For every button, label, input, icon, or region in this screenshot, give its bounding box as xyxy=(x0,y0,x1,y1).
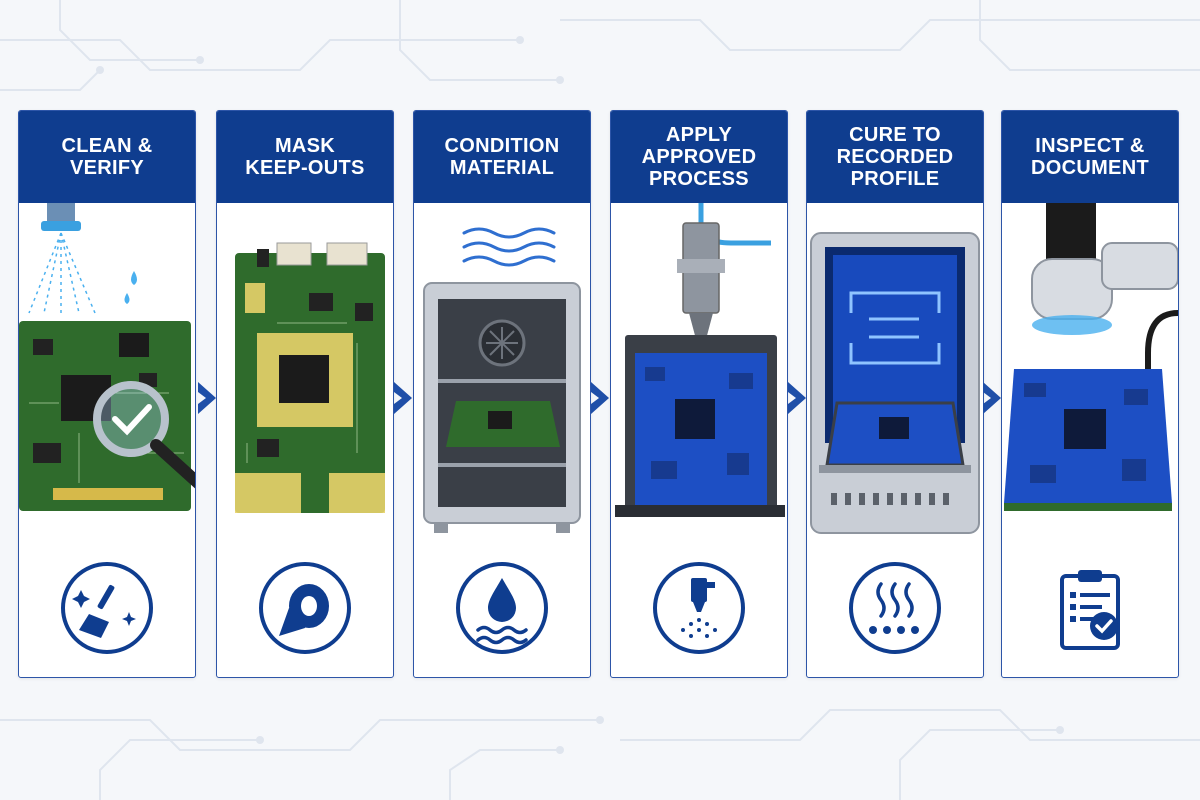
arrow-right-icon xyxy=(198,382,216,414)
step-header: CONDITION MATERIAL xyxy=(414,111,590,203)
step-panel-apply-approved-process: APPLY APPROVED PROCESS xyxy=(610,110,788,678)
heat-waves-icon xyxy=(849,562,941,654)
step-panel-cure-recorded-profile: CURE TO RECORDED PROFILE xyxy=(806,110,984,678)
step-title: APPLY APPROVED PROCESS xyxy=(641,124,757,190)
conditioning-oven-illustration xyxy=(423,227,581,533)
spray-nozzle-icon xyxy=(653,562,745,654)
step-header: APPLY APPROVED PROCESS xyxy=(611,111,787,203)
step-title: CURE TO RECORDED PROFILE xyxy=(836,124,954,190)
step-panel-condition-material: CONDITION MATERIAL xyxy=(413,110,591,678)
curing-oven-illustration xyxy=(810,232,980,534)
step-title: CONDITION MATERIAL xyxy=(444,135,560,179)
spray-coating-illustration xyxy=(615,203,785,517)
tape-roll-icon xyxy=(259,562,351,654)
arrow-right-icon xyxy=(788,382,806,414)
arrow-right-icon xyxy=(983,382,1001,414)
arrow-right-icon xyxy=(591,382,609,414)
uv-inspection-illustration xyxy=(1004,203,1178,511)
step-header: CURE TO RECORDED PROFILE xyxy=(807,111,983,203)
pcb-masking-illustration xyxy=(235,242,385,513)
arrow-right-icon xyxy=(394,382,412,414)
pcb-inspection-illustration xyxy=(19,203,195,511)
step-title: MASK KEEP-OUTS xyxy=(245,135,365,179)
step-header: MASK KEEP-OUTS xyxy=(217,111,393,203)
step-panel-inspect-document: INSPECT & DOCUMENT xyxy=(1001,110,1179,678)
clipboard-check-icon xyxy=(1060,570,1120,650)
step-header: CLEAN & VERIFY xyxy=(19,111,195,203)
step-panel-clean-verify: CLEAN & VERIFY xyxy=(18,110,196,678)
step-panel-mask-keep-outs: MASK KEEP-OUTS xyxy=(216,110,394,678)
step-header: INSPECT & DOCUMENT xyxy=(1002,111,1178,203)
step-title: INSPECT & DOCUMENT xyxy=(1031,135,1149,179)
step-title: CLEAN & VERIFY xyxy=(61,135,153,179)
water-drop-waves-icon xyxy=(456,562,548,654)
brush-sparkle-icon xyxy=(61,562,153,654)
